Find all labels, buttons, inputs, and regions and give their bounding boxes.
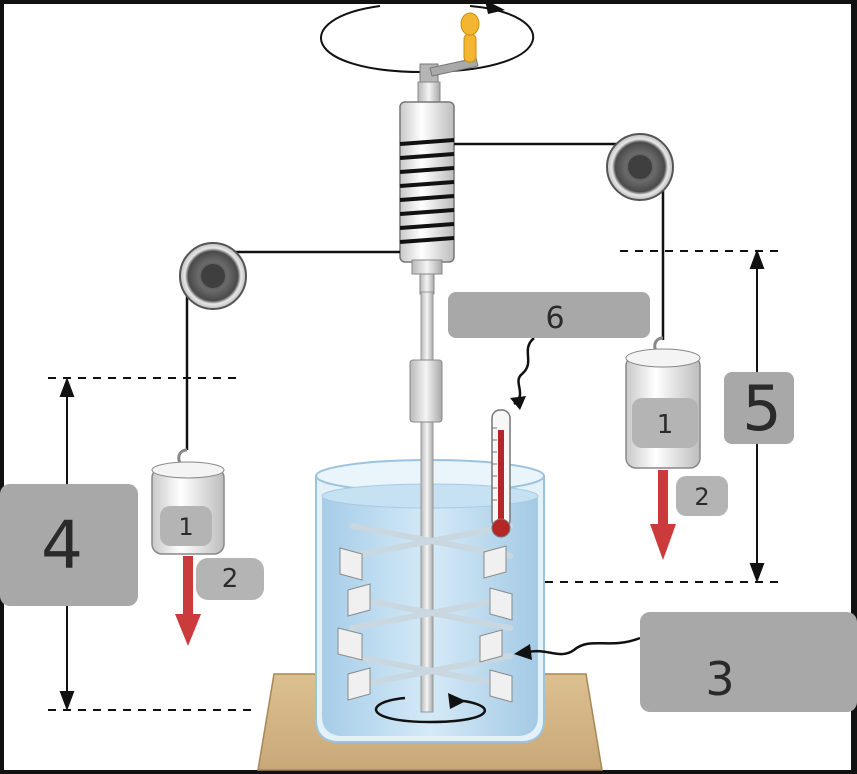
pulley-right-hub [628,155,652,179]
label-5: 5 [742,372,781,445]
force-arrow-right [650,470,676,560]
thermometer [491,409,511,538]
paddle-wheel [337,291,513,713]
label-box-5 [724,372,794,444]
leader-line-3 [527,636,641,656]
reference-dashed-lines [48,250,778,711]
label-1-right: 1 [657,410,674,440]
paddle-rotation-arrow [374,693,487,724]
label-box-2-right [676,476,728,516]
pulley-left-hub [201,264,225,288]
force-arrow-left [175,556,201,646]
label-box-1-left [160,506,212,546]
label-2-right: 2 [694,483,709,511]
label-box-3 [640,612,857,712]
label-6: 6 [545,301,564,336]
leader-arrowhead-3 [514,644,532,660]
label-1-left: 1 [178,513,193,541]
label-box-2-left [196,558,264,600]
label-box-4 [0,484,138,606]
leader-line-6 [513,337,535,406]
spindle-cylinder [399,81,455,295]
label-3: 3 [705,652,734,706]
label-4: 4 [41,507,83,584]
label-2-left: 2 [222,564,239,594]
label-box-1-right [632,398,698,448]
strings [185,142,665,450]
leader-arrowhead-6 [510,396,526,410]
label-box-6 [448,292,650,338]
